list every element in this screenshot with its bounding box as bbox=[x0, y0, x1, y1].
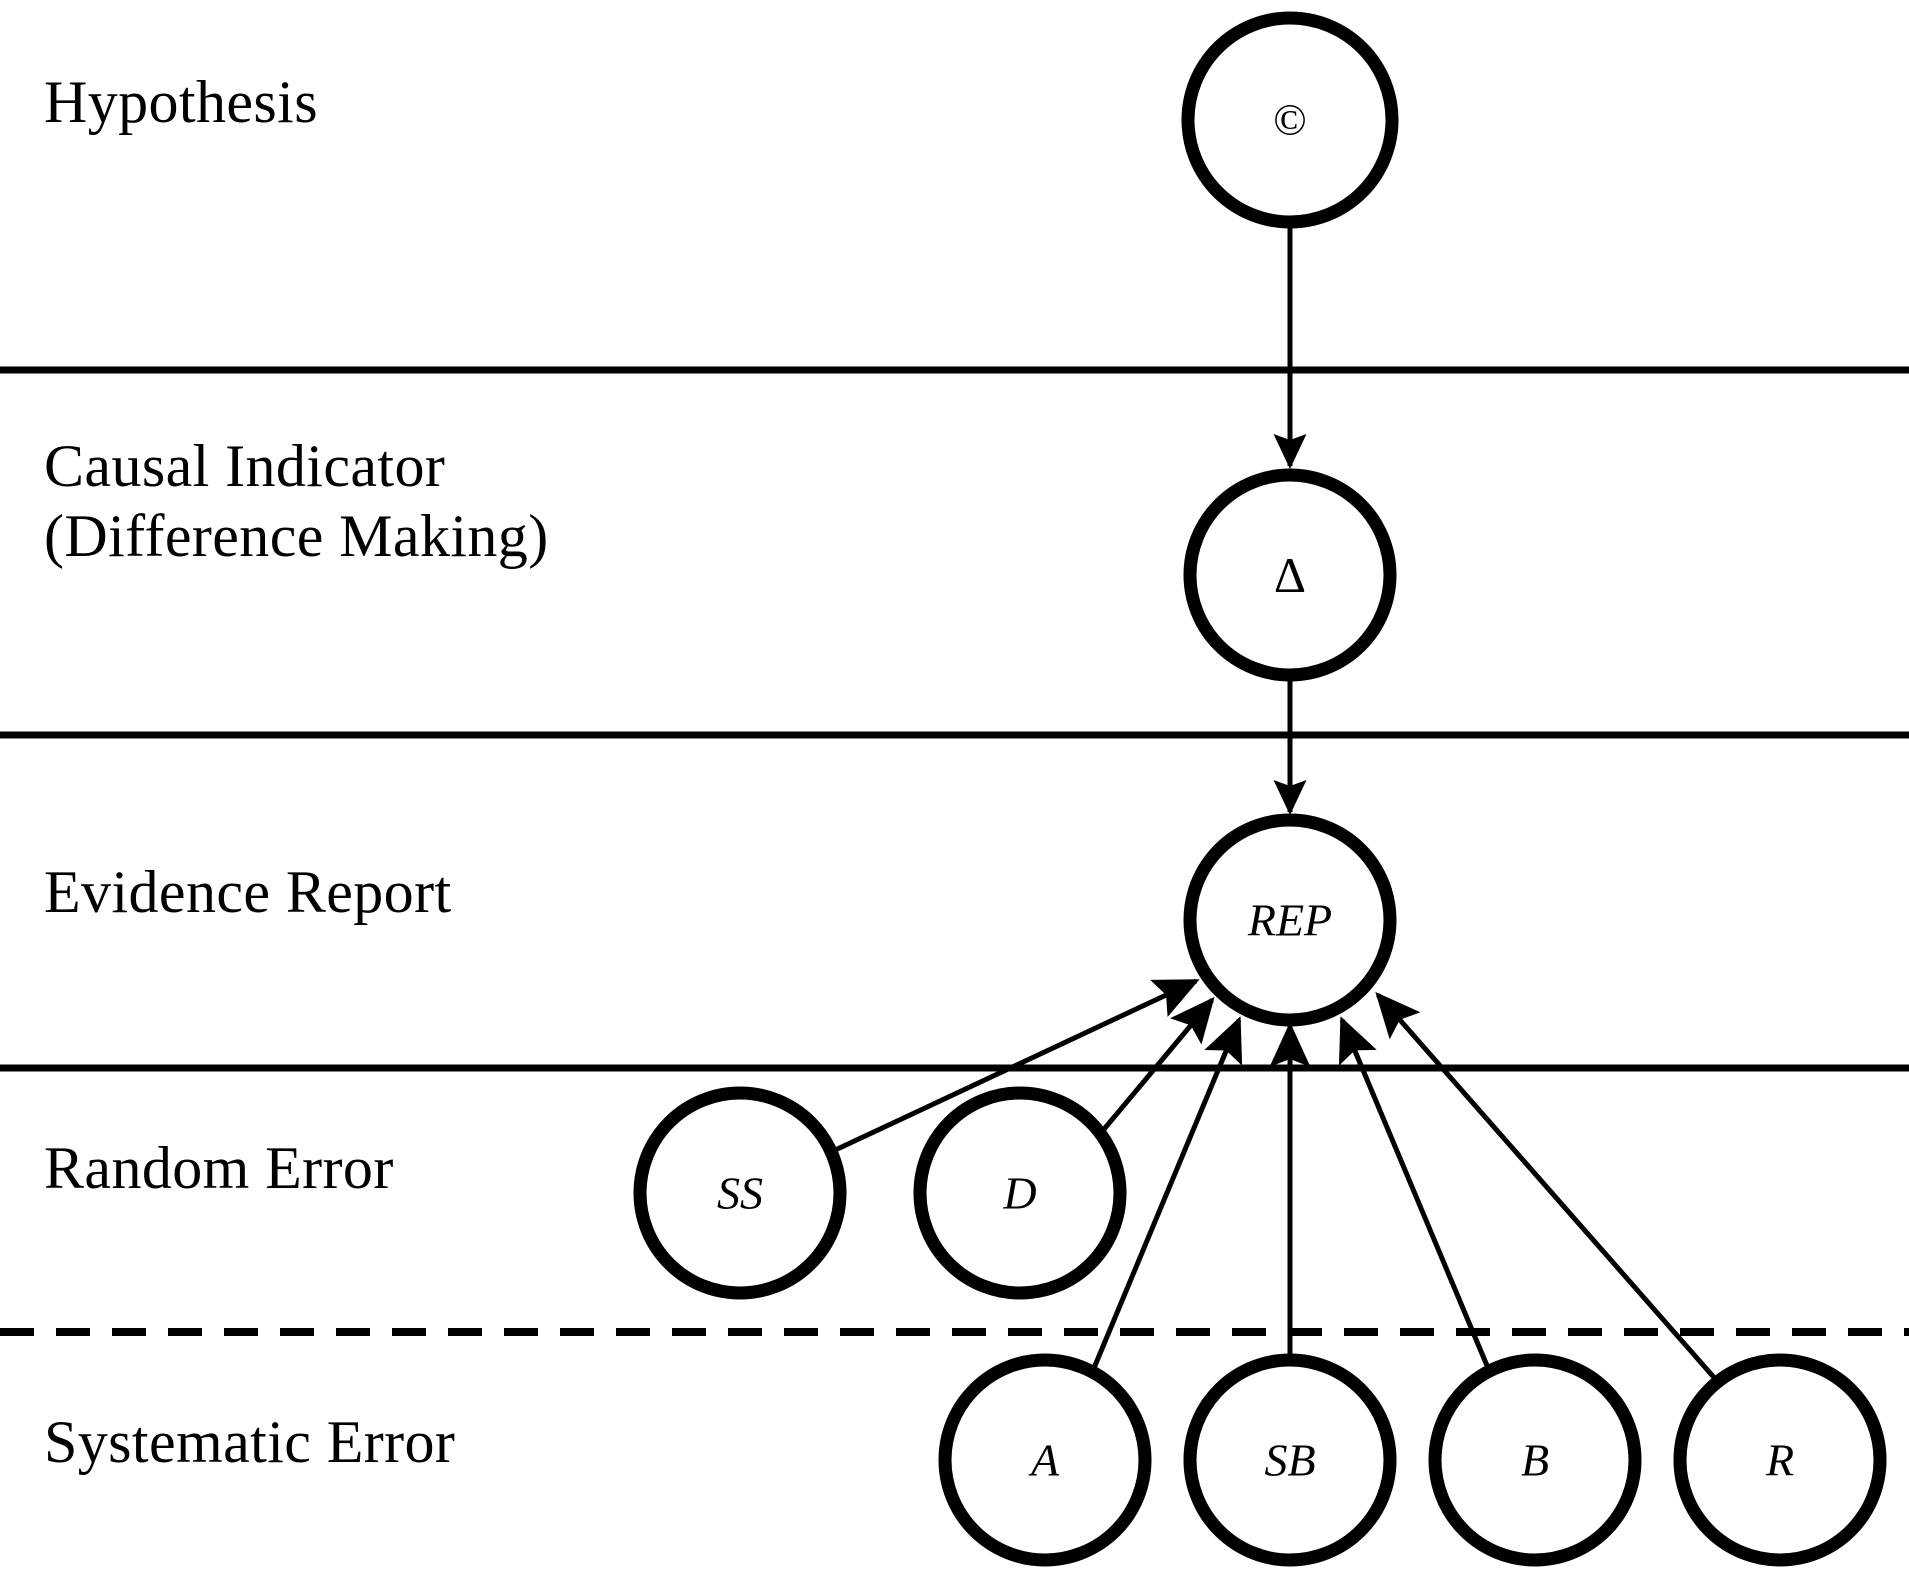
node-a[interactable]: A bbox=[938, 1353, 1152, 1567]
node-delta[interactable]: Δ bbox=[1183, 468, 1397, 682]
row-label-random-error: Random Error bbox=[44, 1135, 394, 1201]
node-sb[interactable]: SB bbox=[1183, 1353, 1397, 1567]
edge-r-to-rep bbox=[1375, 991, 1720, 1384]
node-a-circle[interactable] bbox=[938, 1353, 1152, 1567]
node-b-label: B bbox=[1521, 1435, 1549, 1486]
edge-b-to-rep bbox=[1338, 1016, 1491, 1369]
row-label-evidence-report: Evidence Report bbox=[44, 859, 452, 925]
node-ss-circle[interactable] bbox=[633, 1086, 847, 1300]
node-r[interactable]: R bbox=[1673, 1353, 1887, 1567]
node-c-label: © bbox=[1273, 96, 1306, 145]
edge-ss-to-rep bbox=[829, 978, 1200, 1155]
node-b[interactable]: B bbox=[1428, 1353, 1642, 1567]
node-b-circle[interactable] bbox=[1428, 1353, 1642, 1567]
node-r-circle[interactable] bbox=[1673, 1353, 1887, 1567]
node-sb-label: SB bbox=[1264, 1435, 1315, 1486]
row-label-systematic-error: Systematic Error bbox=[44, 1409, 456, 1475]
node-delta-circle[interactable] bbox=[1183, 468, 1397, 682]
node-a-label: A bbox=[1028, 1435, 1060, 1486]
node-ss[interactable]: SS bbox=[633, 1086, 847, 1300]
edge-d-to-rep bbox=[1098, 996, 1215, 1136]
edge-a-to-rep bbox=[1091, 1016, 1243, 1369]
row-label-causal-indicator: Causal Indicator (Difference Making) bbox=[44, 433, 549, 569]
row-label-hypothesis: Hypothesis bbox=[44, 69, 318, 135]
node-ss-label: SS bbox=[717, 1168, 763, 1219]
node-rep-circle[interactable] bbox=[1183, 813, 1397, 1027]
node-d-circle[interactable] bbox=[913, 1086, 1127, 1300]
node-rep[interactable]: REP bbox=[1183, 813, 1397, 1027]
node-rep-label: REP bbox=[1247, 895, 1332, 946]
node-d[interactable]: D bbox=[913, 1086, 1127, 1300]
node-d-label: D bbox=[1002, 1168, 1036, 1219]
node-r-label: R bbox=[1765, 1435, 1794, 1486]
node-c[interactable]: © bbox=[1181, 11, 1399, 229]
node-sb-circle[interactable] bbox=[1183, 1353, 1397, 1567]
node-c-circle[interactable] bbox=[1181, 11, 1399, 229]
node-delta-label: Δ bbox=[1274, 547, 1306, 603]
